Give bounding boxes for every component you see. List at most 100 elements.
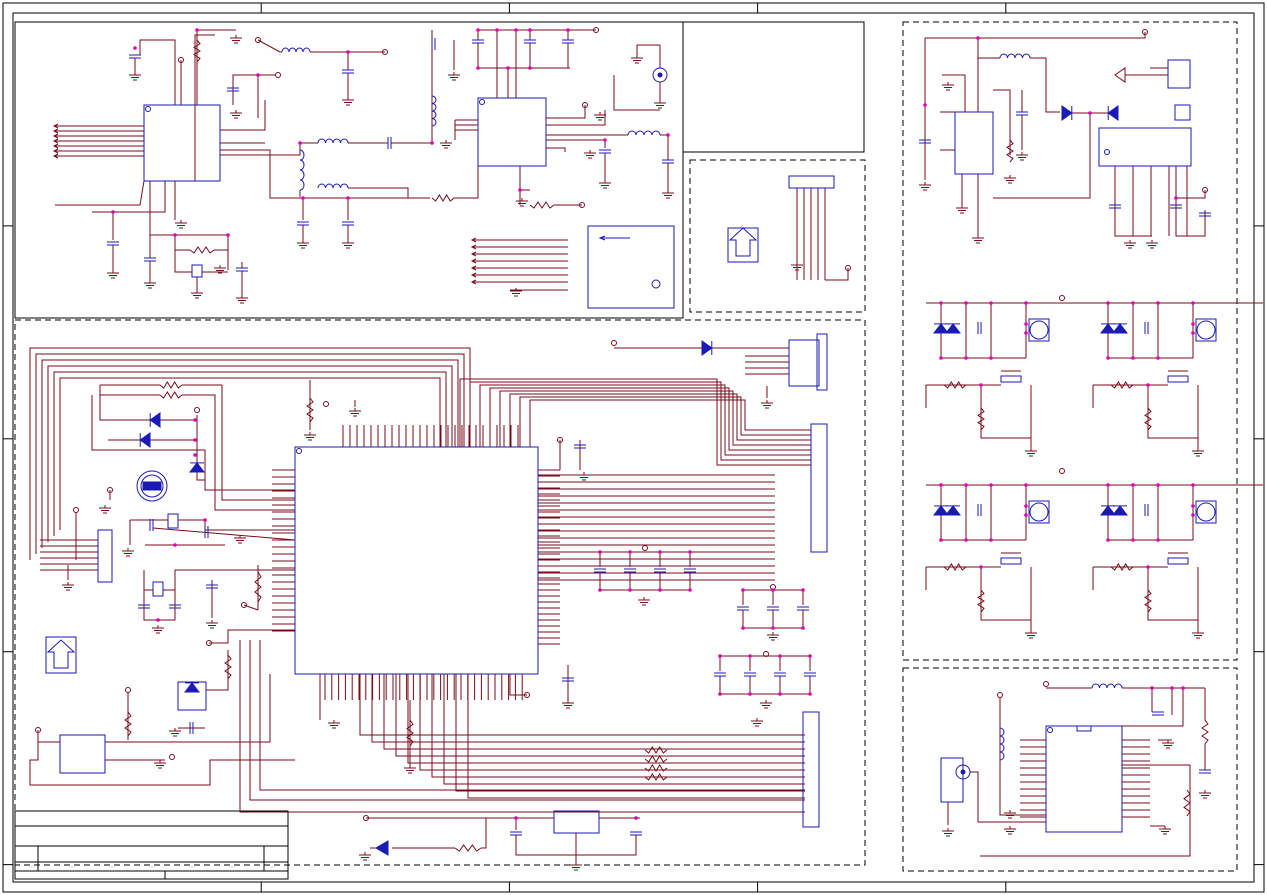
resistor-icon [224, 654, 232, 680]
junction-dot [923, 103, 927, 107]
junction-dot [688, 550, 692, 554]
wire [178, 519, 295, 531]
connector-header [788, 175, 835, 189]
wire [499, 390, 811, 447]
test-point [255, 37, 261, 43]
speaker-icon [136, 470, 168, 502]
right-header-connector [810, 423, 828, 553]
ground-icon [128, 72, 142, 81]
junction-dot [1191, 301, 1195, 305]
junction-dot [495, 28, 499, 32]
junction-dot [939, 301, 943, 305]
ground-icon [1015, 152, 1029, 161]
test-point [107, 487, 113, 493]
inner-border [12, 12, 1255, 883]
ground-icon [61, 582, 75, 591]
junction-dot [718, 692, 722, 696]
wire [546, 139, 606, 148]
test-point [35, 727, 41, 733]
junction-dot [778, 654, 782, 658]
pin1-marker [1047, 727, 1053, 733]
wire [993, 89, 1011, 155]
inductor-icon [317, 138, 349, 144]
wire [139, 39, 176, 105]
wire [980, 764, 1191, 857]
wire [999, 698, 1046, 816]
wire [509, 393, 811, 447]
diode-icon [183, 682, 201, 693]
junction-dot [1170, 686, 1174, 690]
audio-amp-block [902, 667, 1238, 872]
ground-icon [447, 72, 461, 81]
title-block [14, 810, 289, 880]
wire [196, 472, 205, 481]
display-module [1098, 127, 1192, 167]
wire [925, 32, 1146, 39]
resistor-icon [644, 746, 668, 754]
wire [613, 75, 660, 111]
junction-dot [718, 654, 722, 658]
wire [182, 394, 295, 511]
diode-icon [944, 323, 962, 334]
ground-icon [653, 100, 667, 109]
junction-dot [476, 66, 480, 70]
test-point [1142, 29, 1148, 35]
wire [249, 640, 805, 801]
diode-icon [1107, 105, 1119, 121]
ground-icon [1191, 448, 1205, 457]
wire [47, 365, 453, 542]
test-point [275, 72, 281, 78]
wire [455, 674, 805, 792]
junction-dot [598, 550, 602, 554]
speaker-icon [1196, 320, 1216, 340]
mosfet-icon [1000, 557, 1022, 565]
speaker-icon [1029, 502, 1049, 522]
wire [970, 771, 1046, 823]
speaker-icon [140, 474, 164, 498]
pin1-marker [296, 448, 302, 454]
wire [459, 378, 811, 466]
arrow-up-icon [46, 639, 76, 669]
junction-dot [964, 356, 968, 360]
test-point [382, 49, 388, 55]
wire [477, 43, 570, 69]
ground-icon [1024, 630, 1038, 639]
resistor-icon [189, 246, 215, 254]
wire [92, 181, 166, 213]
mount-hole-icon [651, 279, 661, 289]
wire [1176, 190, 1206, 199]
wire [980, 567, 1031, 621]
mcu-chip [294, 446, 539, 675]
wire [239, 640, 805, 813]
rf-chip-left [143, 104, 221, 182]
ground-icon [955, 205, 969, 214]
ground-icon [941, 828, 955, 837]
power-supply-block [902, 21, 1238, 661]
test-point [611, 340, 617, 346]
junction-dot [741, 588, 745, 592]
resistor-icon [644, 764, 668, 772]
diode-icon [932, 323, 950, 334]
inductor-icon [999, 727, 1005, 761]
wire [182, 384, 295, 501]
ground-icon [509, 288, 523, 297]
speaker-icon [1196, 502, 1216, 522]
junction-dot [976, 36, 980, 40]
inductor-icon [1091, 683, 1123, 689]
ground-icon [577, 472, 591, 481]
junction-dot [598, 588, 602, 592]
wire [194, 34, 215, 181]
audio-jack [940, 757, 964, 803]
wire [519, 396, 811, 447]
junction-dot [518, 188, 522, 192]
test-point [582, 102, 588, 108]
junction-dot [778, 692, 782, 696]
junction-dot [1191, 513, 1195, 517]
ground-icon [153, 760, 167, 769]
junction-dot [514, 28, 518, 32]
ground-icon [661, 190, 675, 199]
wire [1030, 57, 1060, 113]
resistor-icon [306, 397, 314, 423]
